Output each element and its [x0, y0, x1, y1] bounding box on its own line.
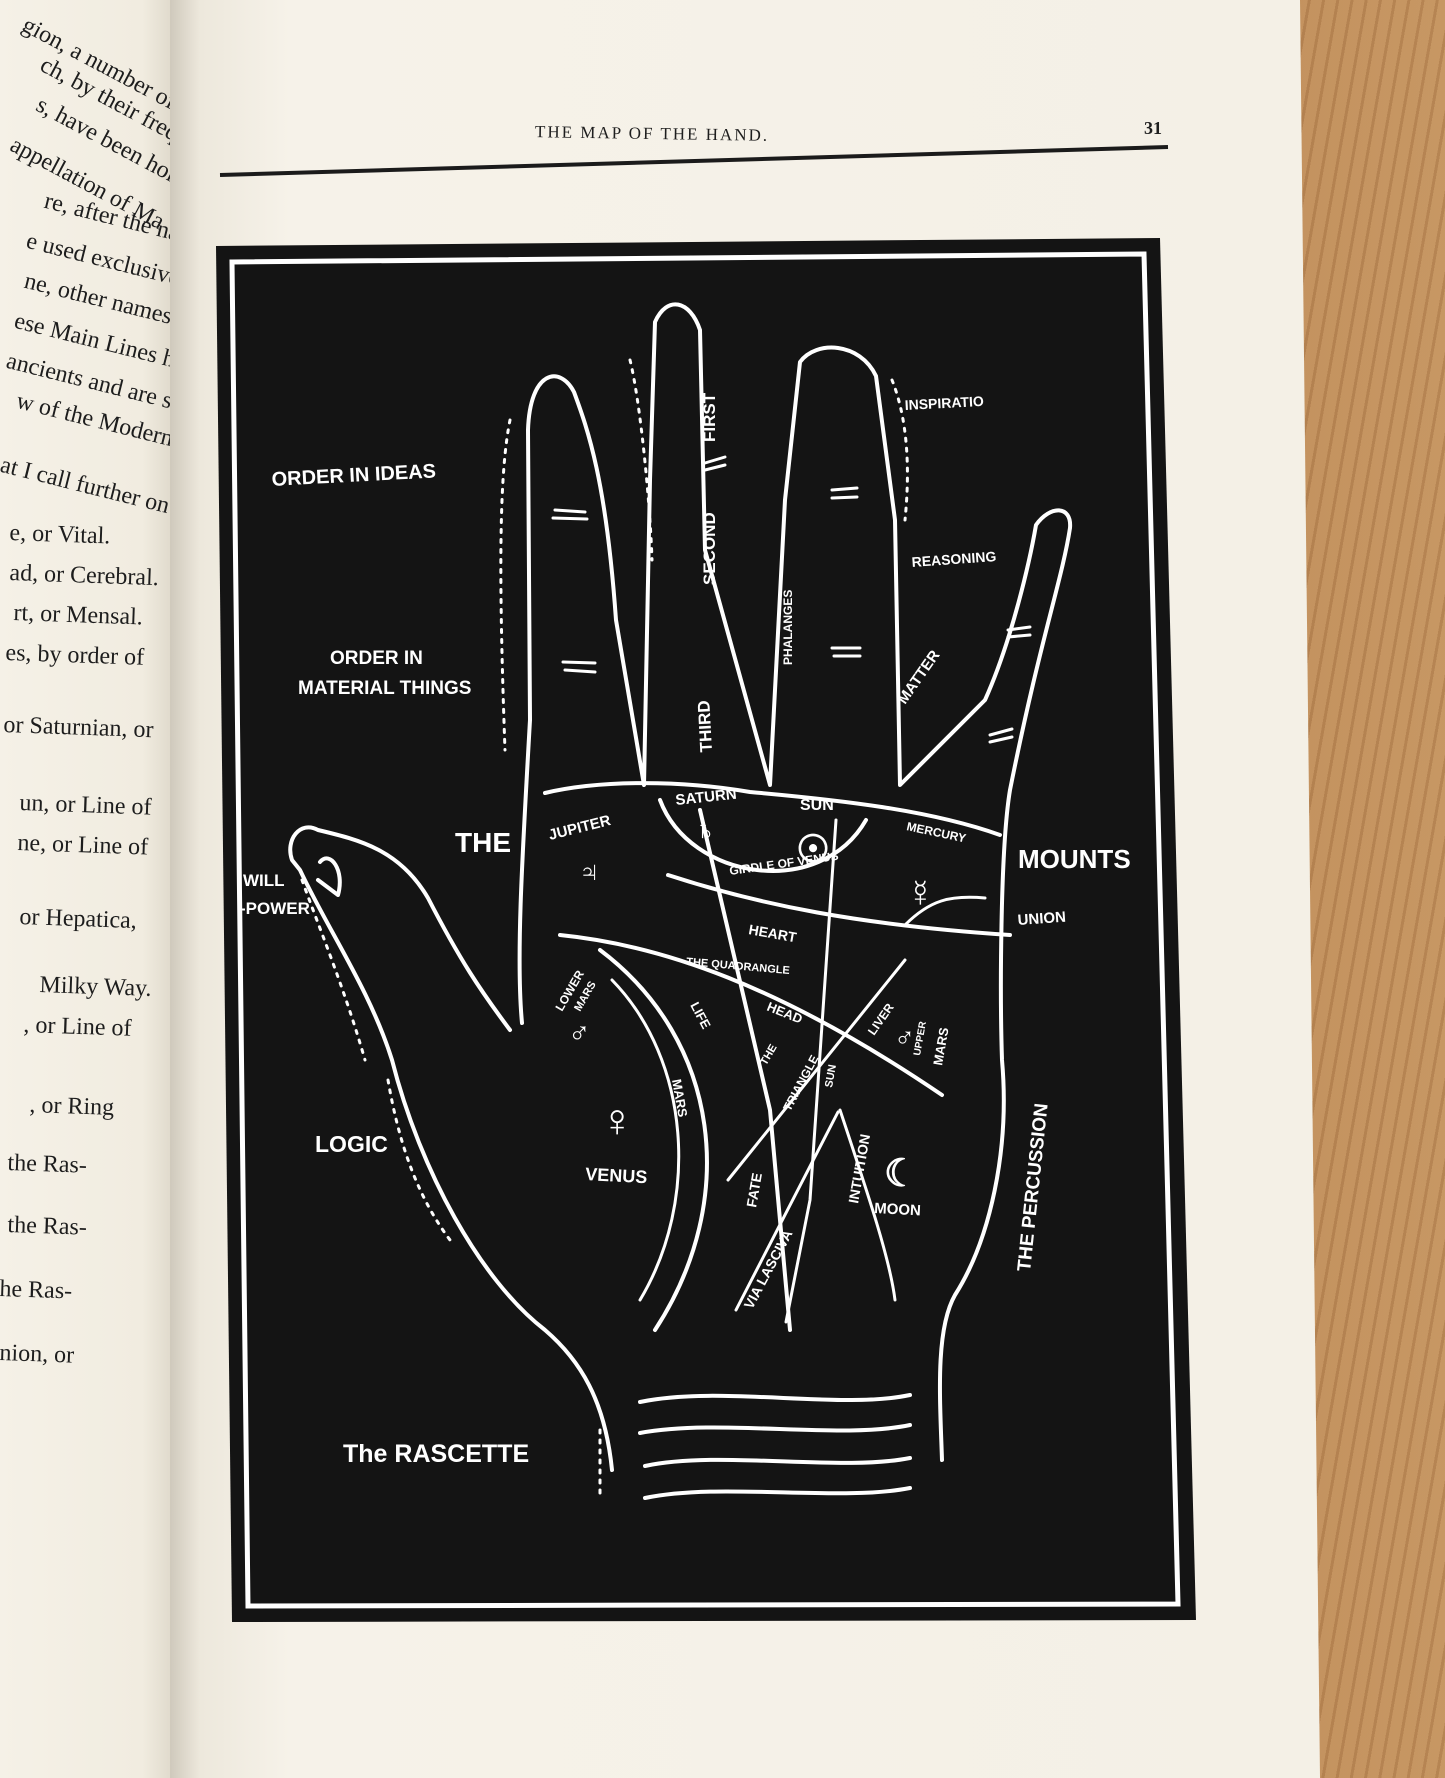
girdle-of-venus — [658, 798, 868, 873]
label-logic: LOGIC — [315, 1131, 388, 1157]
rascette-bracelets — [638, 1393, 912, 1500]
mars-line — [610, 978, 681, 1302]
sun-line — [784, 818, 838, 1324]
head-line — [558, 933, 944, 1097]
sun-symbol-icon: ☉ — [796, 829, 830, 871]
intuition-line — [838, 1108, 897, 1302]
label-upper-mars: MARS — [930, 1026, 951, 1067]
planet-symbols: ♃ ♄ ☉ ☿ ♂ ♂ ♀ ☾ — [568, 814, 935, 1195]
label-venus: VENUS — [585, 1164, 648, 1187]
venus-symbol-icon: ♀ — [600, 1094, 635, 1146]
label-union: UNION — [1017, 909, 1066, 929]
upper-mars-symbol-icon: ♂ — [894, 1021, 915, 1052]
label-phalanges: PHALANGES — [781, 590, 795, 665]
thumb-nail — [316, 856, 342, 897]
finger-joint-marks — [551, 455, 1032, 744]
label-fate: FATE — [743, 1172, 765, 1209]
fate-line — [698, 808, 792, 1332]
label-sun-line: SUN — [823, 1064, 839, 1089]
label-power: -POWER — [240, 899, 310, 918]
life-line — [598, 948, 709, 1332]
label-second: SECOND — [700, 512, 719, 585]
label-mounts: MOUNTS — [1018, 844, 1131, 874]
moon-symbol-icon: ☾ — [884, 1153, 918, 1195]
label-the: THE — [455, 827, 511, 858]
mercury-line — [903, 895, 987, 927]
heart-line — [666, 873, 1012, 937]
via-lasciva-line — [734, 1110, 840, 1312]
mercury-symbol-icon: ☿ — [906, 873, 935, 915]
label-first: FIRST — [700, 392, 719, 442]
plate-frame — [229, 251, 1181, 1609]
dotted-finger-edges — [300, 358, 909, 1502]
label-reasoning: REASONING — [911, 548, 997, 570]
lower-mars-symbol-icon: ♂ — [568, 1016, 591, 1049]
label-mars: MARS — [669, 1078, 690, 1119]
header-rule — [219, 145, 1169, 177]
jupiter-symbol-icon: ♃ — [578, 856, 601, 889]
hand-drawing — [288, 302, 1073, 1502]
label-material-things: MATERIAL THINGS — [298, 678, 471, 699]
label-will: WILL — [243, 871, 285, 890]
label-saturn: SATURN — [675, 786, 738, 809]
label-inspiration: INSPIRATIO — [904, 393, 984, 413]
saturn-symbol-icon: ♄ — [694, 814, 717, 847]
label-rascette: The RASCETTE — [343, 1440, 529, 1468]
liver-line — [726, 958, 907, 1182]
mounts-arc — [543, 781, 1002, 837]
label-order-in: ORDER IN — [330, 648, 423, 669]
label-third: THIRD — [694, 700, 716, 753]
plate-background — [216, 238, 1196, 1622]
label-moon: MOON — [874, 1200, 921, 1219]
page-number: 31 — [1144, 118, 1162, 138]
label-sun: SUN — [800, 797, 834, 814]
